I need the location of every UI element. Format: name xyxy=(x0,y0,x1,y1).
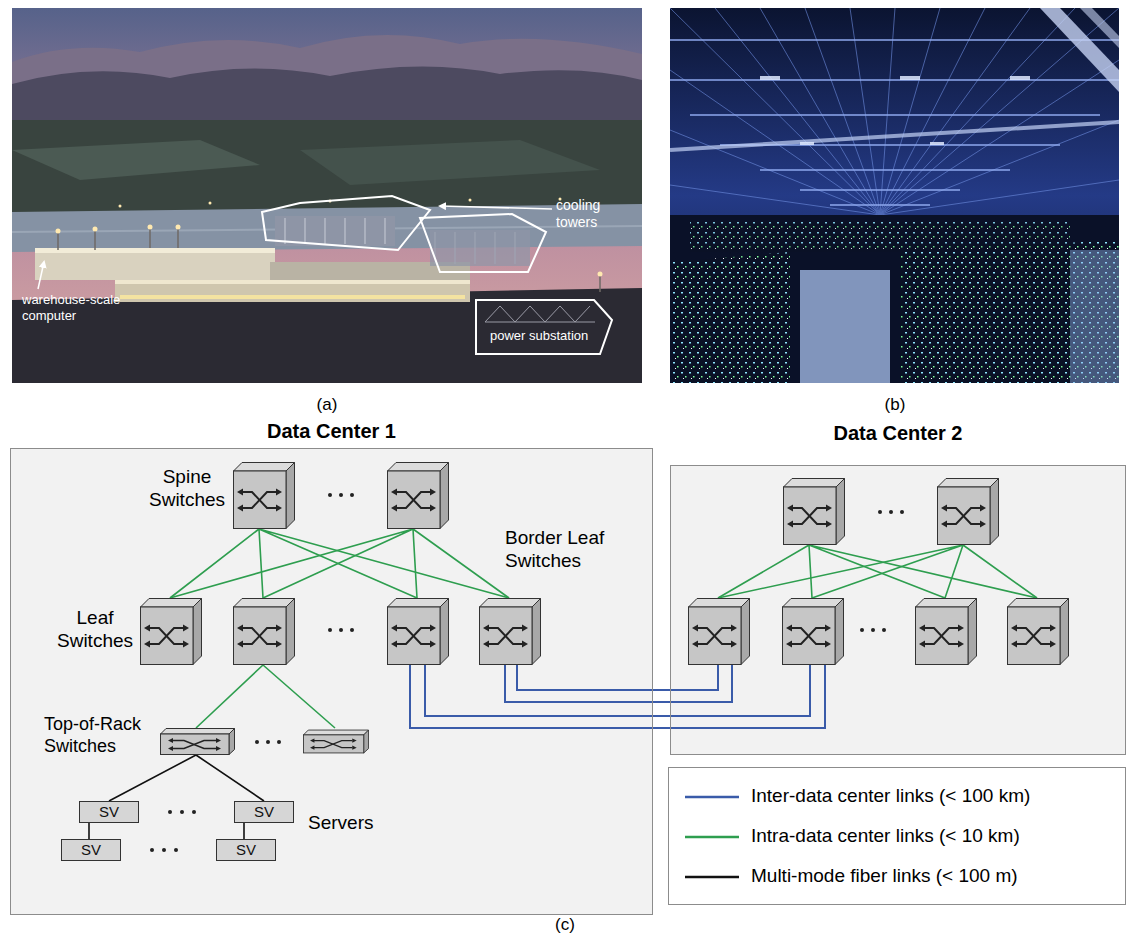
legend-line xyxy=(685,876,739,879)
tier-label: Spine Switches xyxy=(145,466,229,512)
data-center-ground xyxy=(10,448,653,915)
spine-switch-icon xyxy=(234,463,295,529)
switch-icons xyxy=(141,463,1069,755)
server-label: SV xyxy=(99,803,119,821)
multimode-fiber-link xyxy=(109,755,264,801)
legend-text: Multi-mode fiber links (< 100 m) xyxy=(751,865,1018,888)
data-center-heading: Data Center 2 xyxy=(671,421,1125,445)
server-box: SV xyxy=(234,801,294,823)
panel-letter: (c) xyxy=(540,915,590,935)
label-anchor: warehouse-scale computer xyxy=(22,292,134,323)
border-leaf-switch-icon xyxy=(689,599,750,665)
server-box: SV xyxy=(216,839,276,861)
legend-line-sample xyxy=(683,784,741,810)
tor-switch-icon xyxy=(303,730,368,753)
label-anchor: Spine Switches xyxy=(145,466,229,512)
label-anchor: Border Leaf Switches xyxy=(505,527,617,573)
data-center-box: Data Center 1SVSVSVSV xyxy=(10,448,653,915)
server-label: SV xyxy=(254,803,274,821)
label-anchor: cooling towers xyxy=(556,197,618,231)
legend-line-sample xyxy=(683,824,741,850)
tier-label: Top-of-Rack Switches xyxy=(44,714,156,757)
label-anchor: Top-of-Rack Switches xyxy=(44,714,156,757)
legend-row: Multi-mode fiber links (< 100 m) xyxy=(683,864,1117,890)
server-link xyxy=(88,823,90,839)
leaf-switch-icon xyxy=(141,599,202,665)
border-leaf-switch-icon xyxy=(388,599,449,665)
tier-label: Servers xyxy=(308,812,398,835)
server-box: SV xyxy=(61,839,121,861)
leaf-switch-icon xyxy=(234,599,295,665)
label-anchor: Leaf Switches xyxy=(54,607,136,653)
server-label: SV xyxy=(81,841,101,859)
border-leaf-switch-icon xyxy=(783,599,844,665)
label-anchor: (b) xyxy=(870,395,920,415)
inter-dc-link xyxy=(410,665,825,728)
intra-dc-link xyxy=(170,529,1037,728)
leaf-switch-icon xyxy=(1008,599,1069,665)
label-anchor: Servers xyxy=(308,812,398,835)
legend-text-anchor: Multi-mode fiber links (< 100 m) xyxy=(751,865,1018,888)
panel-letter: (b) xyxy=(870,395,920,415)
data-center-heading: Data Center 1 xyxy=(11,419,652,443)
server-label: SV xyxy=(236,841,256,859)
legend-row: Inter-data center links (< 100 km) xyxy=(683,784,1117,810)
spine-switch-icon xyxy=(784,479,845,545)
legend-row: Intra-data center links (< 10 km) xyxy=(683,824,1117,850)
tier-label: Leaf Switches xyxy=(54,607,136,653)
tor-switch-icon xyxy=(161,729,235,755)
photo-callout: power substation xyxy=(490,328,606,344)
spine-switch-icon xyxy=(388,463,449,529)
leader-line xyxy=(440,206,552,209)
spine-switch-icon xyxy=(938,479,999,545)
server-link xyxy=(243,823,245,839)
legend-text: Inter-data center links (< 100 km) xyxy=(751,785,1030,808)
leaf-switch-icon xyxy=(916,599,977,665)
data-center-box: Data Center 2 xyxy=(670,465,1126,755)
photo-datacenter-interior xyxy=(670,8,1119,383)
legend-line-sample xyxy=(683,864,741,890)
legend-box: Inter-data center links (< 100 km) Intra-… xyxy=(668,767,1126,905)
label-anchor: (a) xyxy=(302,395,352,415)
server-box: SV xyxy=(79,801,139,823)
legend-text: Intra-data center links (< 10 km) xyxy=(751,825,1020,848)
leader-line xyxy=(38,262,44,289)
legend-text-anchor: Intra-data center links (< 10 km) xyxy=(751,825,1020,848)
data-center-ground xyxy=(670,465,1126,755)
legend-text-anchor: Inter-data center links (< 100 km) xyxy=(751,785,1030,808)
photo-datacenter-exterior xyxy=(12,8,642,383)
border-leaf-switch-icon xyxy=(480,599,541,665)
heading-anchor: Data Center 2 xyxy=(671,421,1125,445)
label-anchor: power substation xyxy=(490,328,606,344)
photo-callout: cooling towers xyxy=(556,197,618,231)
photo-callout: warehouse-scale computer xyxy=(22,292,134,323)
legend-line xyxy=(685,796,739,799)
legend-line xyxy=(685,836,739,839)
tier-label: Border Leaf Switches xyxy=(505,527,617,573)
label-anchor: (c) xyxy=(540,915,590,935)
panel-letter: (a) xyxy=(302,395,352,415)
heading-anchor: Data Center 1 xyxy=(11,419,652,443)
